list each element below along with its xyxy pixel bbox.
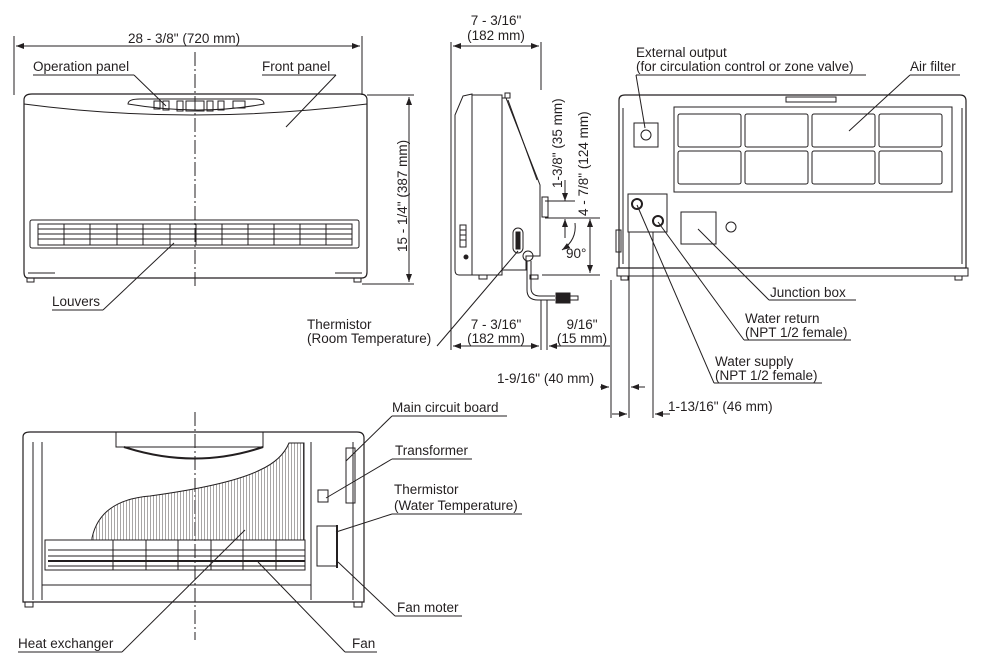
side-depth-top-line1: 7 - 3/16": [470, 13, 522, 28]
side-depth-bottom-line2: (182 mm): [467, 331, 525, 346]
angle-90-label: 90°: [566, 246, 587, 261]
front-panel-label: Front panel: [262, 59, 331, 74]
water-supply-label-line2: (NPT 1/2 female): [715, 368, 818, 383]
dimension-40mm: 1-9/16" (40 mm): [497, 371, 595, 386]
louvers-label: Louvers: [52, 294, 101, 309]
air-filter-label: Air filter: [910, 59, 956, 74]
side-offset-line1: 9/16": [566, 317, 598, 332]
heat-exchanger-label: Heat exchanger: [18, 636, 114, 651]
pipe-height-35mm-dimension: 1-3/8" (35 mm): [550, 98, 565, 188]
thermistor-water-label-line2: (Water Temperature): [394, 498, 518, 513]
transformer-label: Transformer: [395, 443, 469, 458]
rear-view: [600, 74, 969, 418]
side-depth-top-line2: (182 mm): [467, 28, 525, 43]
main-circuit-board-label: Main circuit board: [392, 400, 499, 415]
operation-panel-label: Operation panel: [33, 59, 130, 74]
pipe-height-124mm-dimension: 4 - 7/8" (124 mm): [576, 111, 591, 216]
front-height-dimension: 15 - 1/4" (387 mm): [395, 139, 410, 252]
water-supply-label-line1: Water supply: [715, 354, 794, 369]
junction-box-label: Junction box: [770, 285, 846, 300]
thermistor-room-label-line1: Thermistor: [307, 317, 372, 332]
thermistor-room-label-line2: (Room Temperature): [307, 331, 432, 346]
external-output-label-line2: (for circulation control or zone valve): [636, 59, 854, 74]
thermistor-water-label-line1: Thermistor: [394, 482, 459, 497]
side-offset-line2: (15 mm): [556, 331, 608, 346]
front-view: [13, 36, 414, 311]
internal-view: [18, 412, 522, 653]
external-output-label-line1: External output: [636, 45, 727, 60]
side-depth-bottom-line1: 7 - 3/16": [470, 317, 522, 332]
fan-moter-label: Fan moter: [397, 600, 459, 615]
fan-label: Fan: [352, 636, 376, 651]
water-return-label-line1: Water return: [745, 311, 820, 326]
front-width-dimension: 28 - 3/8" (720 mm): [128, 31, 241, 46]
side-view: [436, 42, 610, 350]
dimension-46mm: 1-13/16" (46 mm): [668, 399, 773, 414]
water-return-label-line2: (NPT 1/2 female): [745, 325, 848, 340]
